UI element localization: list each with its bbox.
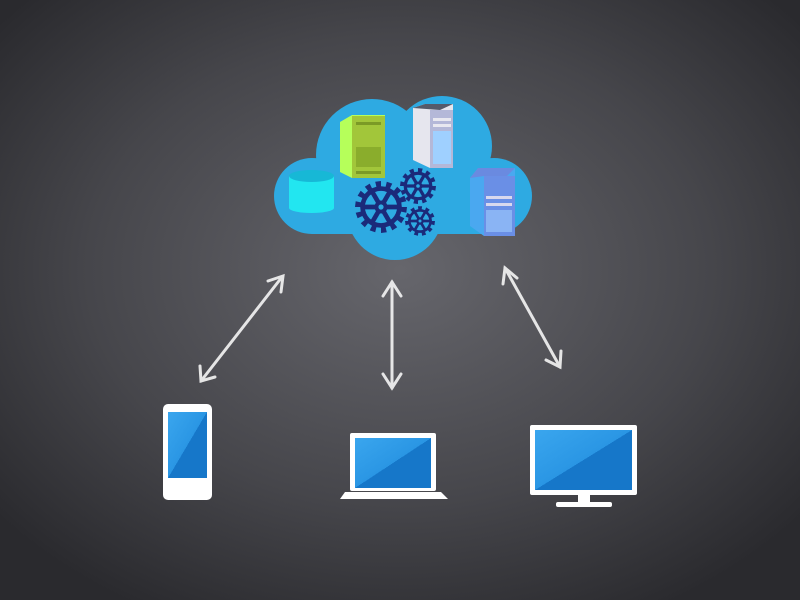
gears-icon [355,168,436,236]
server-tower-icon [340,115,385,178]
server-tower-icon [413,104,453,168]
database-icon [289,170,334,213]
gear-icon [405,206,435,236]
gear-icon [355,181,407,233]
arrows [198,265,563,391]
desktop-monitor-icon [530,425,637,507]
double-arrow-icon [381,279,403,391]
server-tower-icon [470,168,515,236]
double-arrow-icon [501,265,563,370]
gear-icon [400,168,436,204]
smartphone-icon [163,404,212,500]
double-arrow-icon [198,273,285,383]
laptop-icon [340,433,448,499]
